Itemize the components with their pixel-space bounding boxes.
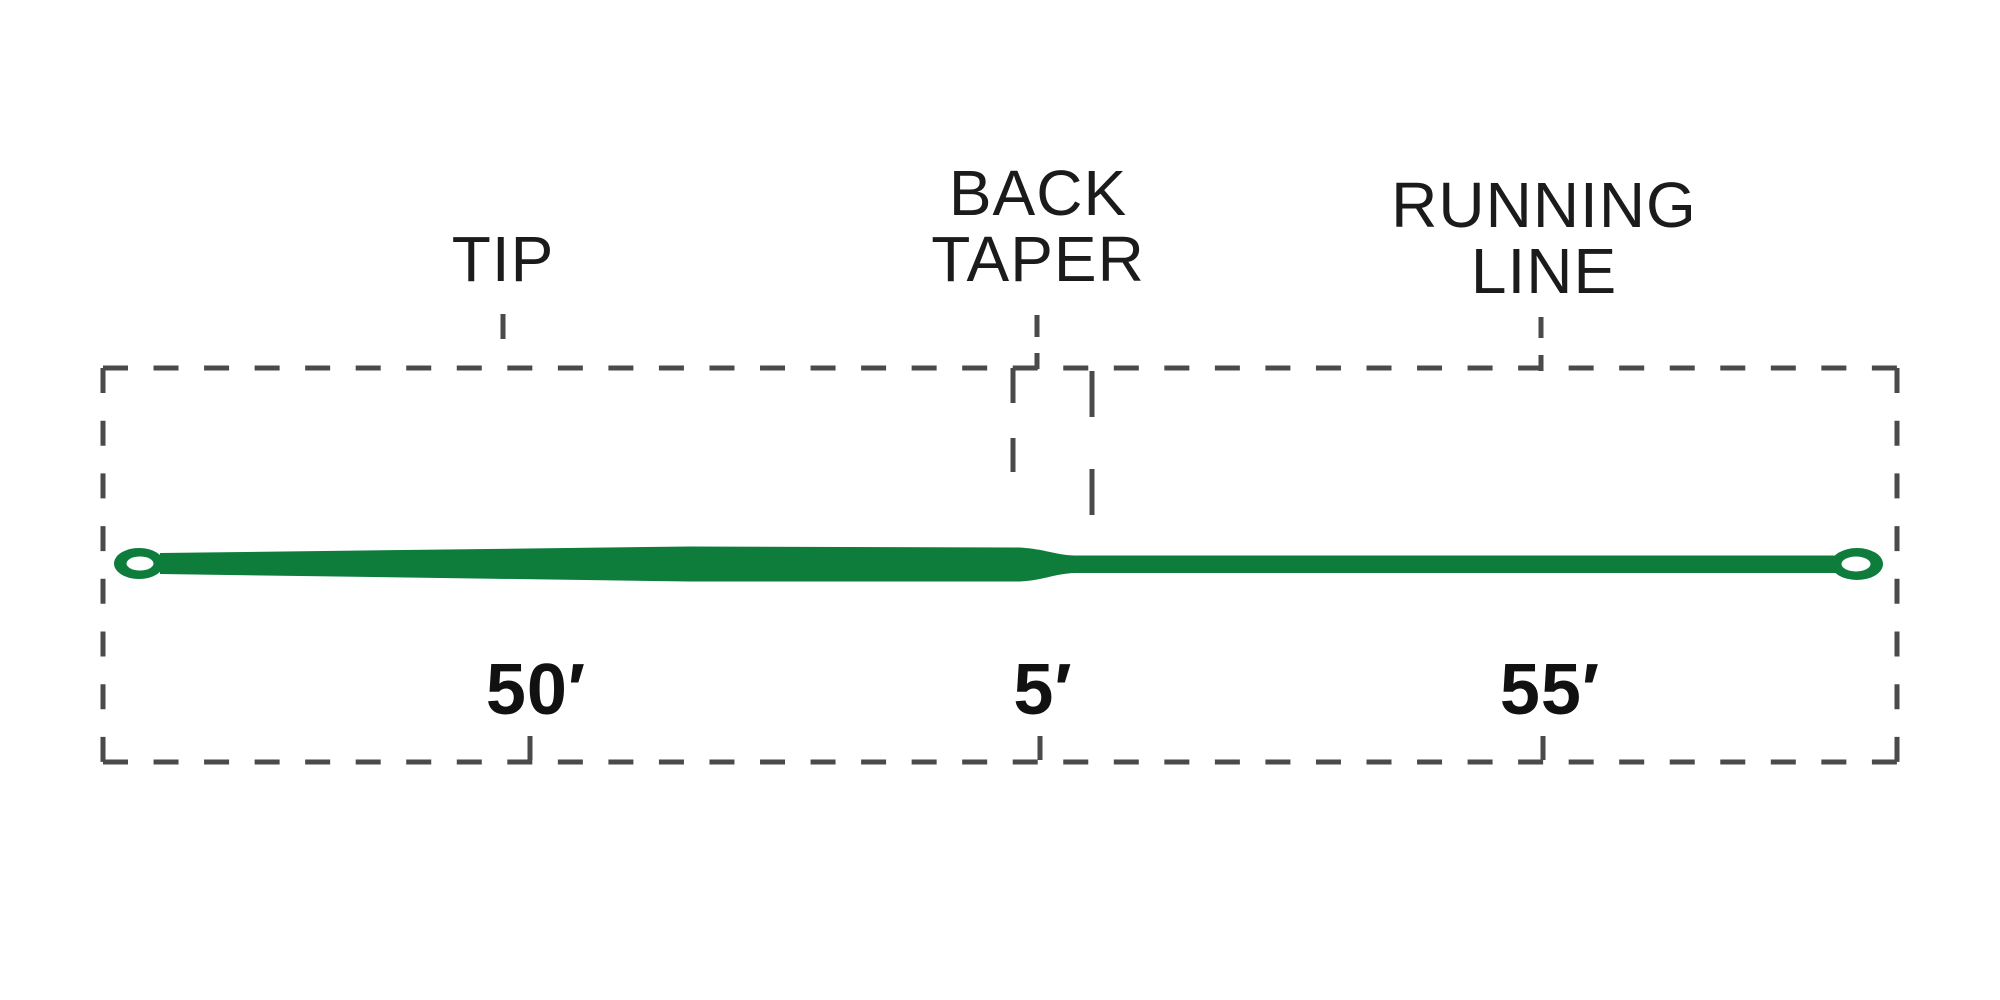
length-label-back-taper: 5′ — [1013, 650, 1072, 730]
dashed-boundary-box — [100, 365, 1900, 765]
section-label-tip: TIP — [452, 223, 555, 295]
section-label-back-taper-line1: BACK — [949, 157, 1127, 229]
length-label-running-line: 55′ — [1500, 650, 1600, 730]
section-label-running-line-line1: RUNNING — [1391, 169, 1697, 241]
section-label-back-taper: BACK TAPER — [931, 157, 1145, 295]
section-label-back-taper-line2: TAPER — [931, 223, 1145, 295]
right-welded-loop-hole — [1841, 556, 1871, 572]
fly-line — [114, 546, 1883, 582]
left-welded-loop-hole — [126, 556, 154, 571]
section-label-running-line-line2: LINE — [1471, 235, 1617, 307]
section-label-running-line: RUNNING LINE — [1391, 169, 1697, 307]
length-label-tip: 50′ — [486, 650, 586, 730]
fly-line-profile — [160, 546, 1840, 582]
